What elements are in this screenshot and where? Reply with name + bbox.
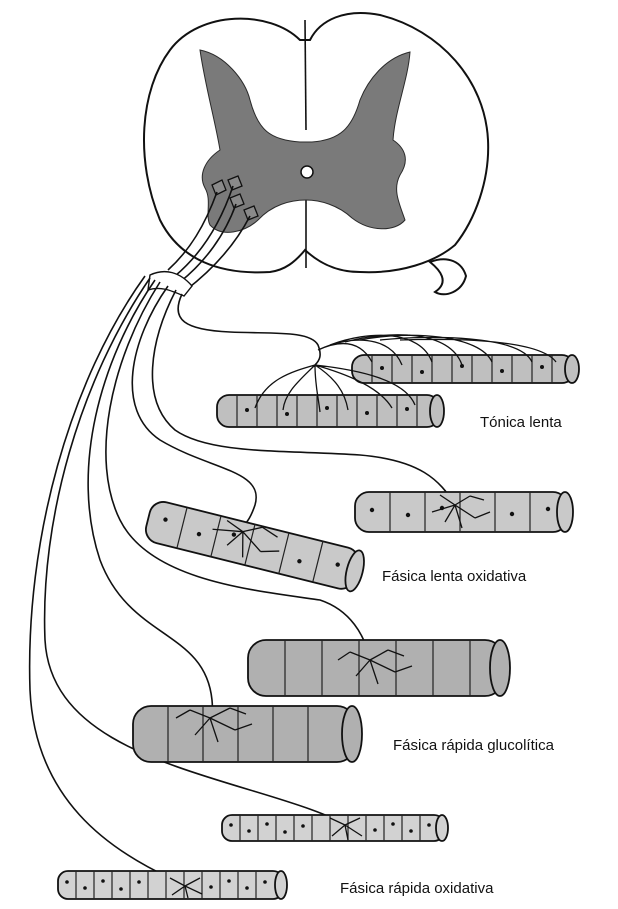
muscle-fiber-slow-oxidative-2	[143, 499, 368, 593]
spinal-cord-cross-section	[144, 13, 488, 294]
axon-fast-oxidative-b	[30, 276, 185, 886]
ventral-root-stub	[430, 259, 466, 294]
ventral-root-sheath	[148, 272, 192, 296]
axon-fast-glycolytic-b	[88, 280, 212, 718]
muscle-fiber-fast-glycolytic-2	[133, 706, 362, 762]
label-phasic-fast-oxidative: Fásica rápida oxidativa	[340, 880, 494, 897]
muscle-fiber-fast-glycolytic-1	[248, 640, 510, 696]
label-tonic-slow: Tónica lenta	[480, 414, 562, 431]
muscle-fiber-fast-oxidative-2	[58, 871, 287, 899]
central-canal	[301, 166, 313, 178]
muscle-fiber-slow-oxidative-1	[355, 492, 573, 532]
muscle-fiber-fast-oxidative-1	[222, 815, 448, 841]
label-phasic-slow-oxidative: Fásica lenta oxidativa	[382, 568, 527, 585]
dorsal-median-sulcus	[305, 20, 306, 130]
muscle-fiber-tonic-1	[318, 335, 579, 383]
axon-fast-glycolytic-a	[106, 282, 370, 660]
label-phasic-fast-glycolytic: Fásica rápida glucolítica	[393, 737, 555, 754]
axon-tonic	[178, 294, 320, 365]
